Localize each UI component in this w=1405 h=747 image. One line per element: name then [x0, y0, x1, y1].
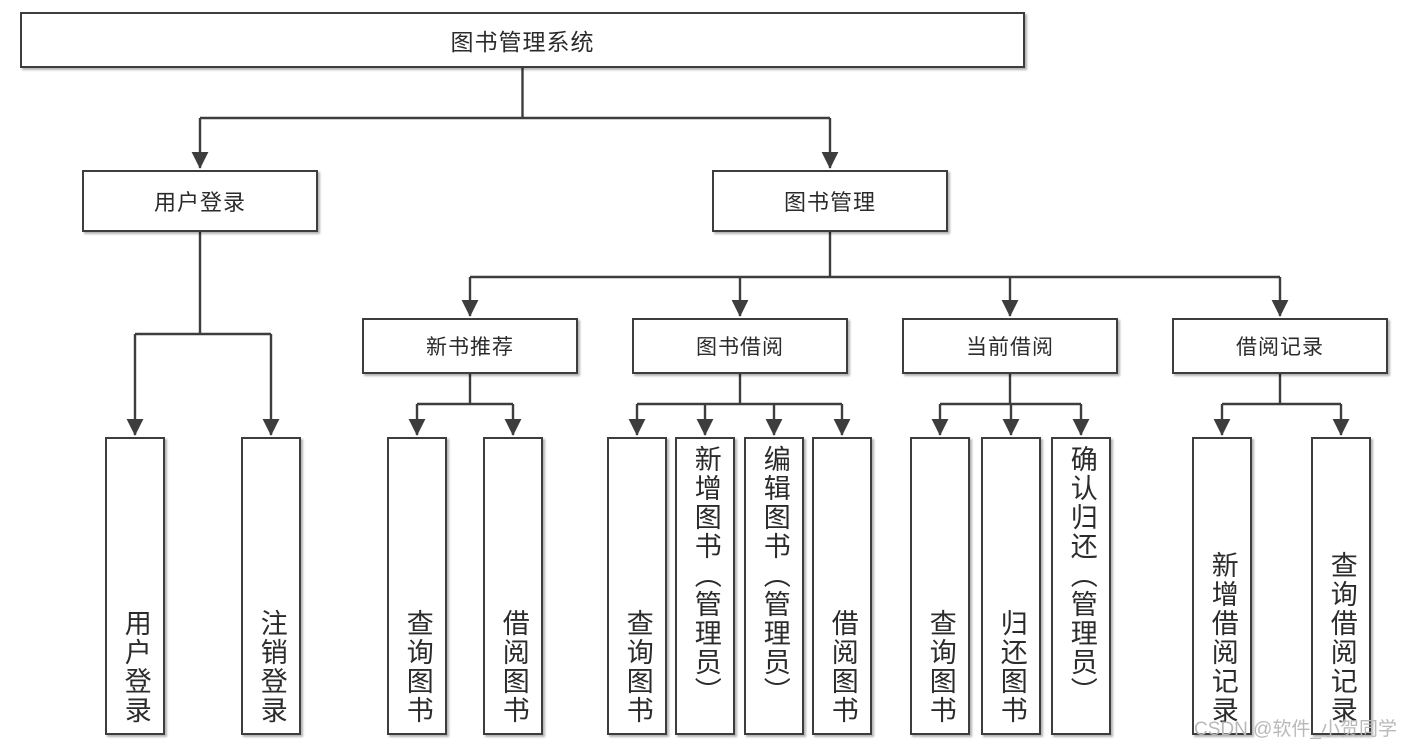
- node-borrow-record[interactable]: 借阅记录: [1172, 318, 1388, 374]
- node-label: 借阅记录: [1236, 336, 1324, 359]
- node-label: 新增图书（管理员）: [690, 445, 721, 706]
- node-label: 归还图书: [996, 609, 1027, 725]
- node-label: 借阅图书: [827, 609, 858, 725]
- leaf-borrow-record-query-record[interactable]: 查询借阅记录: [1311, 437, 1371, 735]
- leaf-current-borrow-confirm-return-admin[interactable]: 确认归还（管理员）: [1051, 437, 1111, 735]
- leaf-user-login-logout[interactable]: 注销登录: [241, 437, 301, 735]
- node-current-borrow[interactable]: 当前借阅: [902, 318, 1118, 374]
- node-label: 当前借阅: [966, 336, 1054, 359]
- node-label: 查询借阅记录: [1326, 551, 1357, 725]
- leaf-borrow-record-add-record[interactable]: 新增借阅记录: [1192, 437, 1252, 735]
- leaf-current-borrow-query-book[interactable]: 查询图书: [910, 437, 970, 735]
- leaf-book-borrow-borrow-book[interactable]: 借阅图书: [812, 437, 872, 735]
- node-label: 确认归还（管理员）: [1066, 445, 1097, 706]
- node-label: 查询图书: [925, 609, 956, 725]
- leaf-book-borrow-edit-book-admin[interactable]: 编辑图书（管理员）: [744, 437, 804, 735]
- node-label: 编辑图书（管理员）: [759, 445, 790, 706]
- leaf-current-borrow-return-book[interactable]: 归还图书: [981, 437, 1041, 735]
- node-label: 新增借阅记录: [1207, 551, 1238, 725]
- node-book-borrow[interactable]: 图书借阅: [632, 318, 848, 374]
- node-label: 借阅图书: [498, 609, 529, 725]
- node-label: 查询图书: [622, 609, 653, 725]
- node-label: 用户登录: [153, 190, 246, 215]
- node-label: 用户登录: [120, 609, 151, 725]
- node-label: 新书推荐: [426, 336, 514, 359]
- leaf-book-borrow-add-book-admin[interactable]: 新增图书（管理员）: [675, 437, 735, 735]
- node-label: 图书借阅: [696, 336, 784, 359]
- node-book-management[interactable]: 图书管理: [712, 170, 948, 232]
- node-label: 图书管理系统: [450, 29, 595, 55]
- node-root-library-system[interactable]: 图书管理系统: [20, 12, 1025, 68]
- csdn-watermark: CSDN @软件_小贺同学: [1194, 719, 1397, 740]
- leaf-book-borrow-query-book[interactable]: 查询图书: [607, 437, 667, 735]
- node-label: 图书管理: [783, 190, 876, 215]
- leaf-new-book-query-book[interactable]: 查询图书: [387, 437, 447, 735]
- node-label: 查询图书: [402, 609, 433, 725]
- leaf-user-login-login[interactable]: 用户登录: [105, 437, 165, 735]
- node-new-book-recommend[interactable]: 新书推荐: [362, 318, 578, 374]
- node-user-login[interactable]: 用户登录: [82, 170, 318, 232]
- node-label: 注销登录: [256, 609, 287, 725]
- leaf-new-book-borrow-book[interactable]: 借阅图书: [483, 437, 543, 735]
